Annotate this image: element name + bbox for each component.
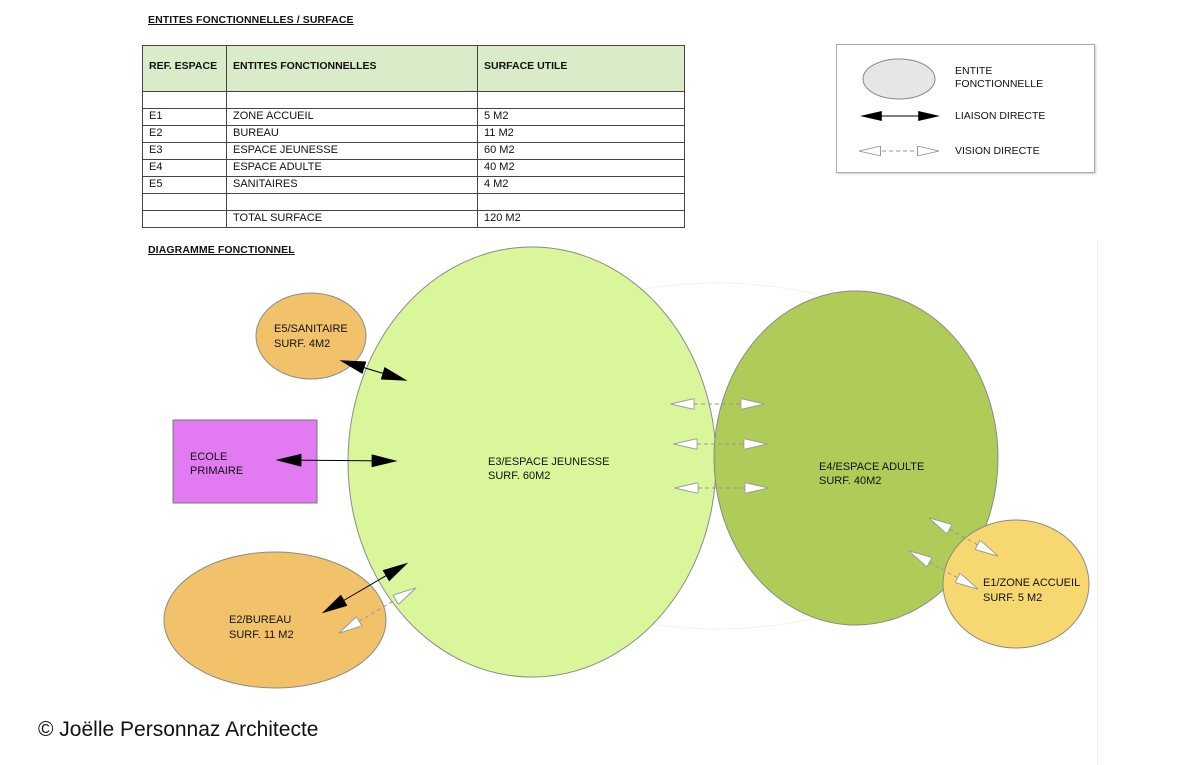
table-cell: BUREAU xyxy=(226,125,478,143)
legend-entity-label-line: FONCTIONNELLE xyxy=(955,78,1044,90)
e5-node-surface: SURF. 4M2 xyxy=(274,338,330,350)
e3-node-label: E3/ESPACE JEUNESSE xyxy=(488,456,609,468)
table-cell: ESPACE ADULTE xyxy=(226,159,478,177)
column-header-entities: ENTITES FONCTIONNELLES xyxy=(226,45,478,92)
table-row xyxy=(142,91,685,109)
copyright-text: © Joëlle Personnaz Architecte xyxy=(38,718,319,741)
e5-node-circle xyxy=(255,292,367,380)
ecole-node-label: ECOLE xyxy=(190,451,227,463)
legend-entity-label: ENTITE FONCTIONNELLE xyxy=(955,65,1043,91)
e1-node-label: E1/ZONE ACCUEIL xyxy=(983,577,1080,589)
table-cell: E4 xyxy=(142,159,227,177)
legend: ENTITE FONCTIONNELLE LIAISON DIRECTE VIS… xyxy=(836,44,1095,173)
legend-direct-view-label: VISION DIRECTE xyxy=(955,145,1040,157)
e4-node-circle xyxy=(713,290,999,626)
table-heading: ENTITES FONCTIONNELLES / SURFACE xyxy=(148,14,354,26)
e1-node-surface: SURF. 5 M2 xyxy=(983,592,1042,604)
divider xyxy=(1097,240,1098,765)
table-cell: 120 M2 xyxy=(477,210,685,228)
e5-node-label: E5/SANITAIRE xyxy=(274,323,348,335)
surface-table: REF. ESPACE ENTITES FONCTIONNELLES SURFA… xyxy=(142,45,685,228)
diagram-heading: DIAGRAMME FONCTIONNEL xyxy=(148,244,295,256)
direct-link-arrow xyxy=(275,453,398,468)
ecole-node-label: PRIMAIRE xyxy=(190,465,243,477)
e4-node-label: E4/ESPACE ADULTE xyxy=(819,461,924,473)
legend-entity-label-line: ENTITE xyxy=(955,65,993,77)
legend-direct-link-label: LIAISON DIRECTE xyxy=(955,110,1046,122)
table-cell: E1 xyxy=(142,108,227,126)
direct-view-arrow xyxy=(341,589,414,632)
direct-link-arrow xyxy=(339,360,408,381)
legend-entity-symbol xyxy=(862,58,936,100)
e2-node-surface: SURF. 11 M2 xyxy=(229,629,294,641)
direct-view-arrow xyxy=(931,519,996,555)
direct-view-arrow xyxy=(911,552,976,588)
table-row xyxy=(142,193,685,211)
column-header-surface: SURFACE UTILE xyxy=(477,45,685,92)
table-cell: TOTAL SURFACE xyxy=(226,210,478,228)
table-cell: 60 M2 xyxy=(477,142,685,160)
e2-node-label: E2/BUREAU xyxy=(229,614,291,626)
legend-symbols xyxy=(837,58,941,174)
e3-node-surface: SURF. 60M2 xyxy=(488,470,550,482)
e4-node-surface: SURF. 40M2 xyxy=(819,475,881,487)
